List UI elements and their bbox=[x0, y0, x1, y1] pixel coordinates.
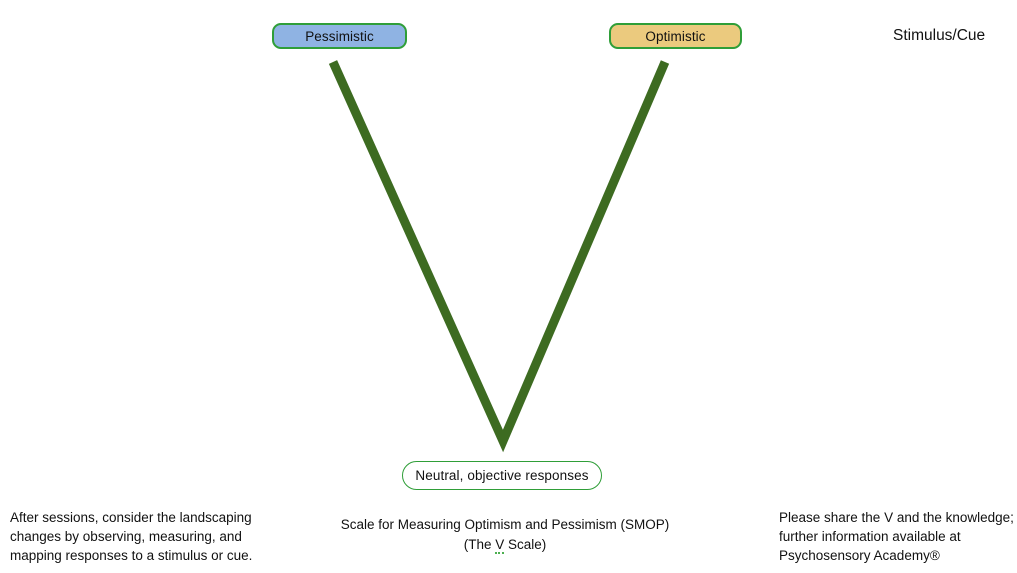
optimistic-label: Optimistic bbox=[645, 28, 706, 44]
center-caption: Scale for Measuring Optimism and Pessimi… bbox=[255, 515, 755, 555]
optimistic-pill[interactable]: Optimistic bbox=[609, 23, 742, 49]
v-line bbox=[328, 60, 670, 453]
center-caption-line-2: (The V Scale) bbox=[255, 535, 755, 555]
caption-line2-v: V bbox=[495, 537, 505, 554]
pessimistic-label: Pessimistic bbox=[305, 28, 374, 44]
stimulus-cue-label: Stimulus/Cue bbox=[893, 27, 986, 44]
left-note-line-1: After sessions, consider the landscaping bbox=[10, 510, 252, 525]
left-note-line-2: changes by observing, measuring, and bbox=[10, 529, 242, 544]
right-note-line-3: Psychosensory Academy® bbox=[779, 548, 940, 563]
neutral-pill[interactable]: Neutral, objective responses bbox=[402, 461, 602, 490]
center-caption-line-1: Scale for Measuring Optimism and Pessimi… bbox=[340, 517, 670, 532]
left-note: After sessions, consider the landscaping… bbox=[10, 508, 252, 565]
left-note-line-3: mapping responses to a stimulus or cue. bbox=[10, 548, 253, 563]
right-note-line-2: further information available at bbox=[779, 529, 961, 544]
right-note: Please share the V and the knowledge; fu… bbox=[779, 508, 1014, 565]
pessimistic-pill[interactable]: Pessimistic bbox=[272, 23, 407, 49]
right-note-line-1: Please share the V and the knowledge; bbox=[779, 510, 1014, 525]
caption-line2-post: Scale) bbox=[504, 537, 547, 552]
neutral-label: Neutral, objective responses bbox=[415, 468, 589, 483]
caption-line2-pre: (The bbox=[463, 537, 496, 552]
